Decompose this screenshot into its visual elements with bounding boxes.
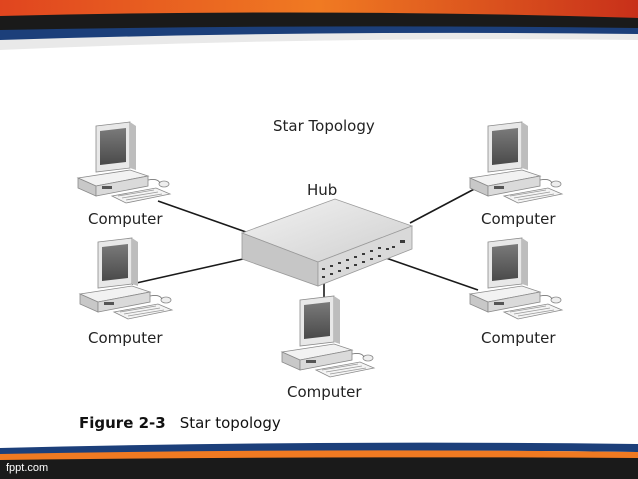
figure-caption: Figure 2-3 Star topology: [79, 414, 281, 432]
cables: [131, 185, 481, 297]
computer-icon-top-right: [469, 121, 563, 204]
cable-bottom-right: [385, 257, 479, 291]
computer-label-top-right: Computer: [481, 210, 556, 228]
computer-label-bottom-center: Computer: [287, 383, 362, 401]
top-decoration: [0, 0, 638, 50]
computer-icon-bottom-center: [281, 295, 375, 378]
figure-number: Figure 2-3: [79, 414, 166, 432]
computer-icon-bottom-right: [469, 237, 563, 320]
hub-label: Hub: [307, 181, 338, 199]
computer-label-top-left: Computer: [88, 210, 163, 228]
computer-icon-top-left: [77, 121, 171, 204]
diagram-title: Star Topology: [273, 117, 375, 135]
hub-device: [240, 198, 414, 287]
cable-bottom-left: [131, 258, 244, 285]
computer-label-bottom-left: Computer: [88, 329, 163, 347]
computer-label-bottom-right: Computer: [481, 329, 556, 347]
figure-caption-text: Star topology: [179, 414, 281, 432]
cable-top-right: [409, 185, 481, 224]
footer-brand[interactable]: fppt.com: [6, 462, 49, 474]
cable-top-left: [157, 200, 247, 233]
